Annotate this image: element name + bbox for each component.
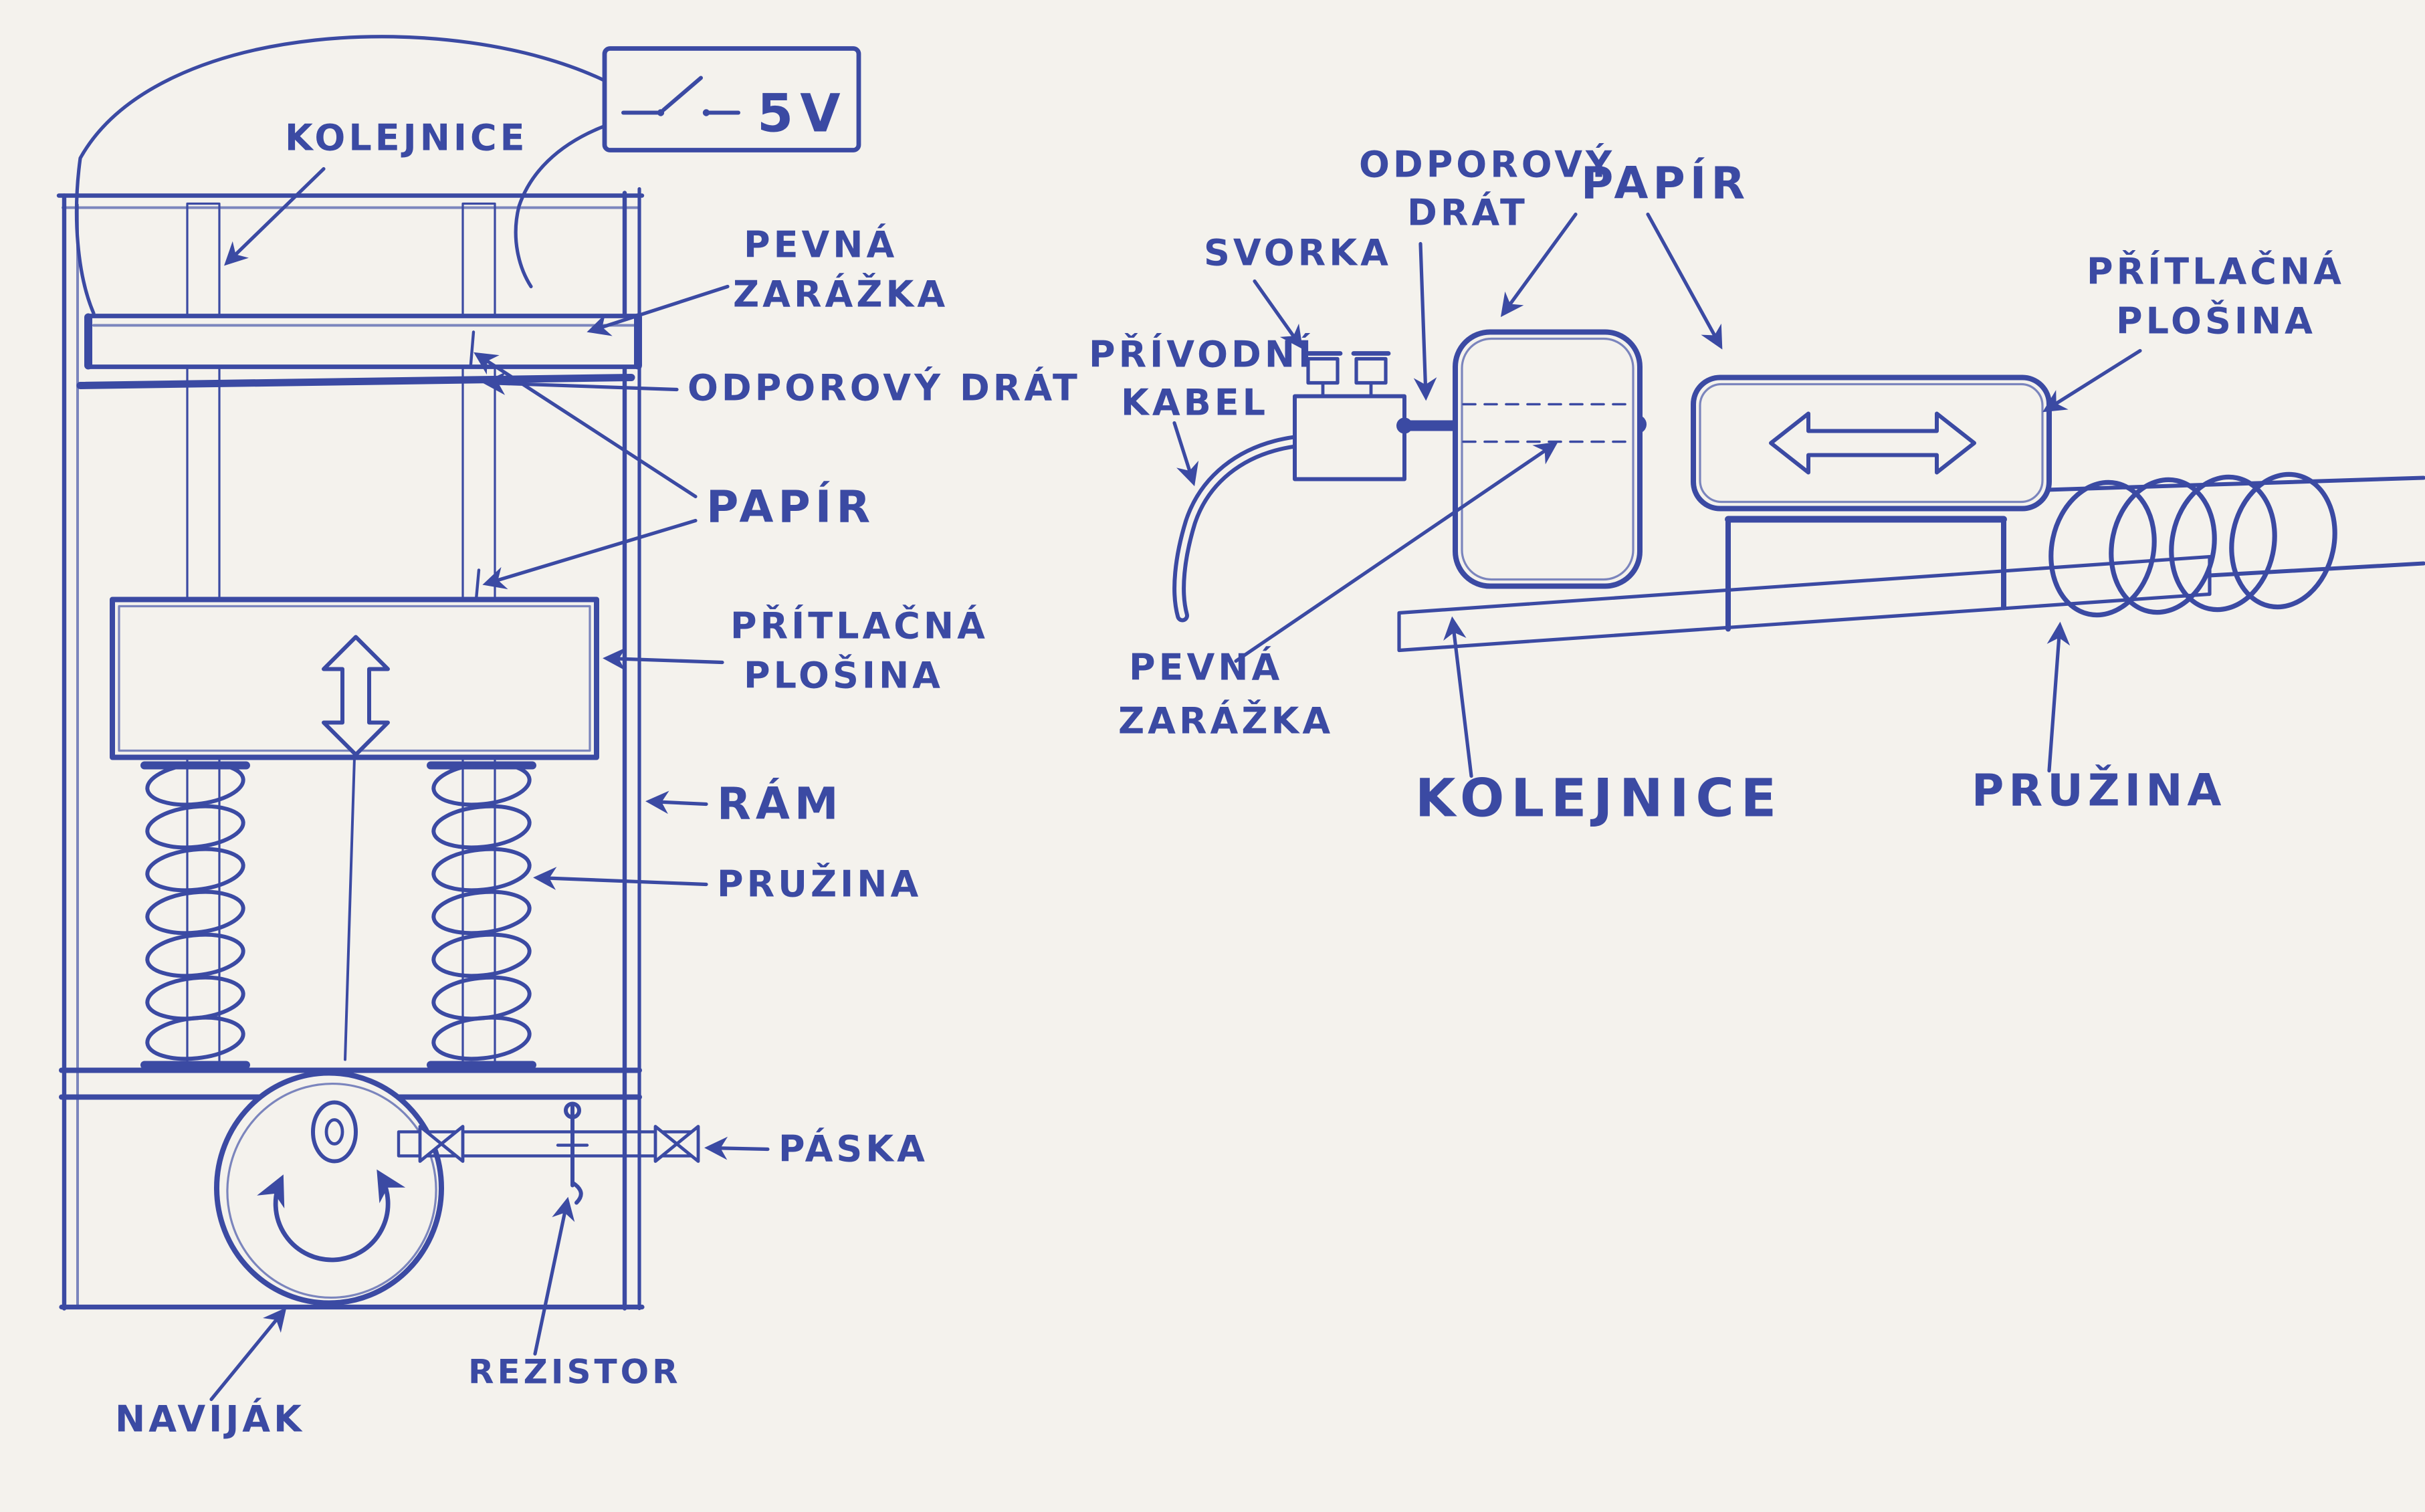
label-pritlacna-right-2: PLOŠINA — [2116, 300, 2316, 342]
label-pevna-zarazka-1: PEVNÁ — [744, 224, 898, 266]
tape — [397, 1101, 700, 1205]
left-right-arrow-icon — [1769, 411, 1976, 475]
paper-edge-top — [469, 330, 476, 366]
label-papir-right: PAPÍR — [1581, 157, 1750, 209]
resistor-component — [556, 1101, 589, 1205]
rotation-arrow-icon — [257, 1169, 406, 1263]
spool — [311, 1100, 358, 1164]
rail-strip — [1397, 554, 2212, 653]
label-odporovy-drat: ODPOROVÝ DRÁT — [688, 367, 1081, 409]
clamp — [1293, 351, 1406, 481]
spring-left — [140, 761, 250, 1069]
pressure-platform — [110, 597, 599, 760]
label-pruzina: PRUŽINA — [717, 863, 922, 905]
supply-cable — [1172, 435, 1301, 623]
right-labels: SVORKA ODPOROVÝ DRÁT PAPÍR PŘÍTLAČNÁ PLO… — [1089, 144, 2345, 829]
label-pritlacna-1: PŘÍTLAČNÁ — [730, 605, 988, 647]
label-odporovy-1: ODPOROVÝ — [1359, 144, 1615, 186]
label-pritlacna-2: PLOŠINA — [744, 655, 944, 697]
resistance-wire — [76, 374, 635, 389]
label-paska: PÁSKA — [778, 1128, 928, 1170]
label-odporovy-2: DRÁT — [1407, 192, 1528, 234]
label-papir: PAPÍR — [706, 481, 875, 533]
spring-coil — [2048, 471, 2337, 618]
label-kolejnice-right: KOLEJNICE — [1415, 769, 1783, 829]
right-diagram: SVORKA ODPOROVÝ DRÁT PAPÍR PŘÍTLAČNÁ PLO… — [1089, 144, 2425, 829]
left-labels: KOLEJNICE PEVNÁ ZARÁŽKA ODPOROVÝ DRÁT PA… — [115, 117, 1081, 1440]
spring-right — [427, 761, 536, 1069]
pull-line — [344, 756, 356, 1061]
label-kolejnice: KOLEJNICE — [285, 117, 528, 159]
upper-rail-line — [2044, 475, 2425, 492]
fixed-stop-block — [1453, 329, 1643, 589]
label-pruzina-right: PRUŽINA — [1972, 764, 2226, 817]
supply-wire-right — [514, 124, 607, 289]
rail-line-right — [2208, 561, 2425, 578]
winder — [214, 1070, 444, 1306]
label-navijak: NAVIJÁK — [115, 1398, 305, 1440]
label-svorka: SVORKA — [1204, 232, 1392, 274]
wing-clamp-left — [418, 1125, 465, 1163]
paper-edge-bottom — [474, 568, 481, 601]
label-pevna-right-2: ZARÁŽKA — [1118, 700, 1334, 742]
switch-icon — [621, 76, 740, 116]
supply-wire-left — [74, 35, 607, 316]
pressure-platform-side — [1691, 374, 2052, 512]
fixed-stop-bar — [84, 313, 642, 370]
up-down-arrow-icon — [322, 635, 390, 757]
supply-box: 5V — [602, 46, 861, 152]
label-privodni-2: KABEL — [1121, 382, 1269, 424]
label-pevna-right-1: PEVNÁ — [1129, 647, 1283, 689]
label-privodni-1: PŘÍVODNÍ — [1089, 334, 1315, 376]
label-ram: RÁM — [717, 778, 843, 830]
label-pevna-zarazka-2: ZARÁŽKA — [733, 274, 948, 316]
wire-joint-left — [1396, 417, 1412, 434]
slider-bracket — [1725, 516, 2007, 632]
supply-voltage-label: 5V — [757, 84, 847, 144]
label-rezistor: REZISTOR — [468, 1353, 681, 1392]
left-diagram: 5V KOLEJNICE PEVNÁ ZARÁŽKA ODPOROVÝ DRÁT… — [56, 35, 1081, 1440]
label-pritlacna-right-1: PŘÍTLAČNÁ — [2087, 251, 2345, 293]
wing-clamp-right — [653, 1125, 700, 1163]
